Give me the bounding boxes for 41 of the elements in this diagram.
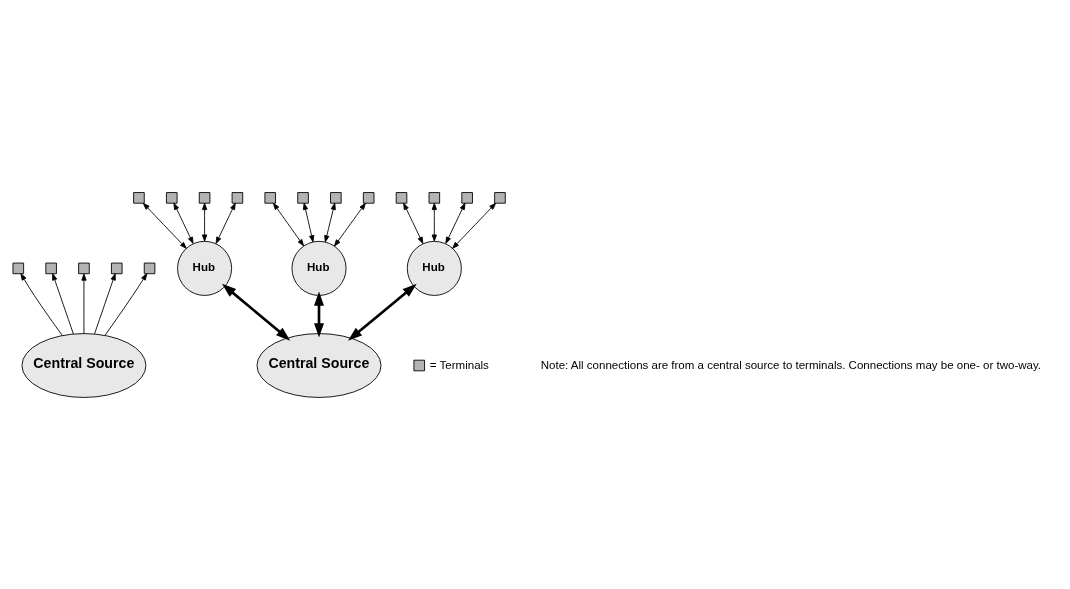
node-box [362, 191, 375, 204]
node-box [461, 191, 473, 204]
arrow [222, 283, 291, 341]
arrow [104, 272, 148, 336]
label: Note: All connections are from a central source to terminals. Connections may be one- or two-way. [540, 358, 1042, 371]
node-box [395, 191, 408, 204]
node-box [330, 191, 342, 204]
node-box [78, 262, 90, 274]
node-box [111, 262, 123, 274]
node-box [297, 191, 309, 204]
node-box [264, 191, 276, 204]
node-box [12, 262, 25, 274]
arrow [20, 272, 63, 336]
arrow [403, 202, 424, 244]
arrow [314, 290, 324, 337]
node-box [166, 191, 178, 204]
node-box [198, 191, 211, 204]
node-box [45, 262, 57, 274]
node-ellipse: Central Source [256, 332, 382, 398]
arrow [431, 202, 437, 242]
arrow [452, 202, 496, 249]
node-box [231, 191, 244, 204]
arrow [173, 202, 194, 244]
node-box [494, 191, 506, 204]
arrow [302, 202, 315, 242]
arrow [201, 202, 208, 242]
arrow [272, 202, 304, 246]
arrow [334, 202, 366, 247]
arrow [142, 202, 187, 249]
arrow [52, 272, 74, 334]
node-box [428, 191, 441, 204]
node-box [133, 191, 145, 204]
arrow [215, 202, 236, 244]
arrow [324, 202, 336, 242]
arrow [94, 272, 116, 334]
arrow [81, 273, 87, 334]
arrow [445, 202, 466, 244]
legend-label: = Terminals [429, 358, 489, 371]
node-ellipse: Central Source [21, 332, 147, 398]
node-box [143, 262, 156, 274]
arrow [348, 283, 417, 341]
